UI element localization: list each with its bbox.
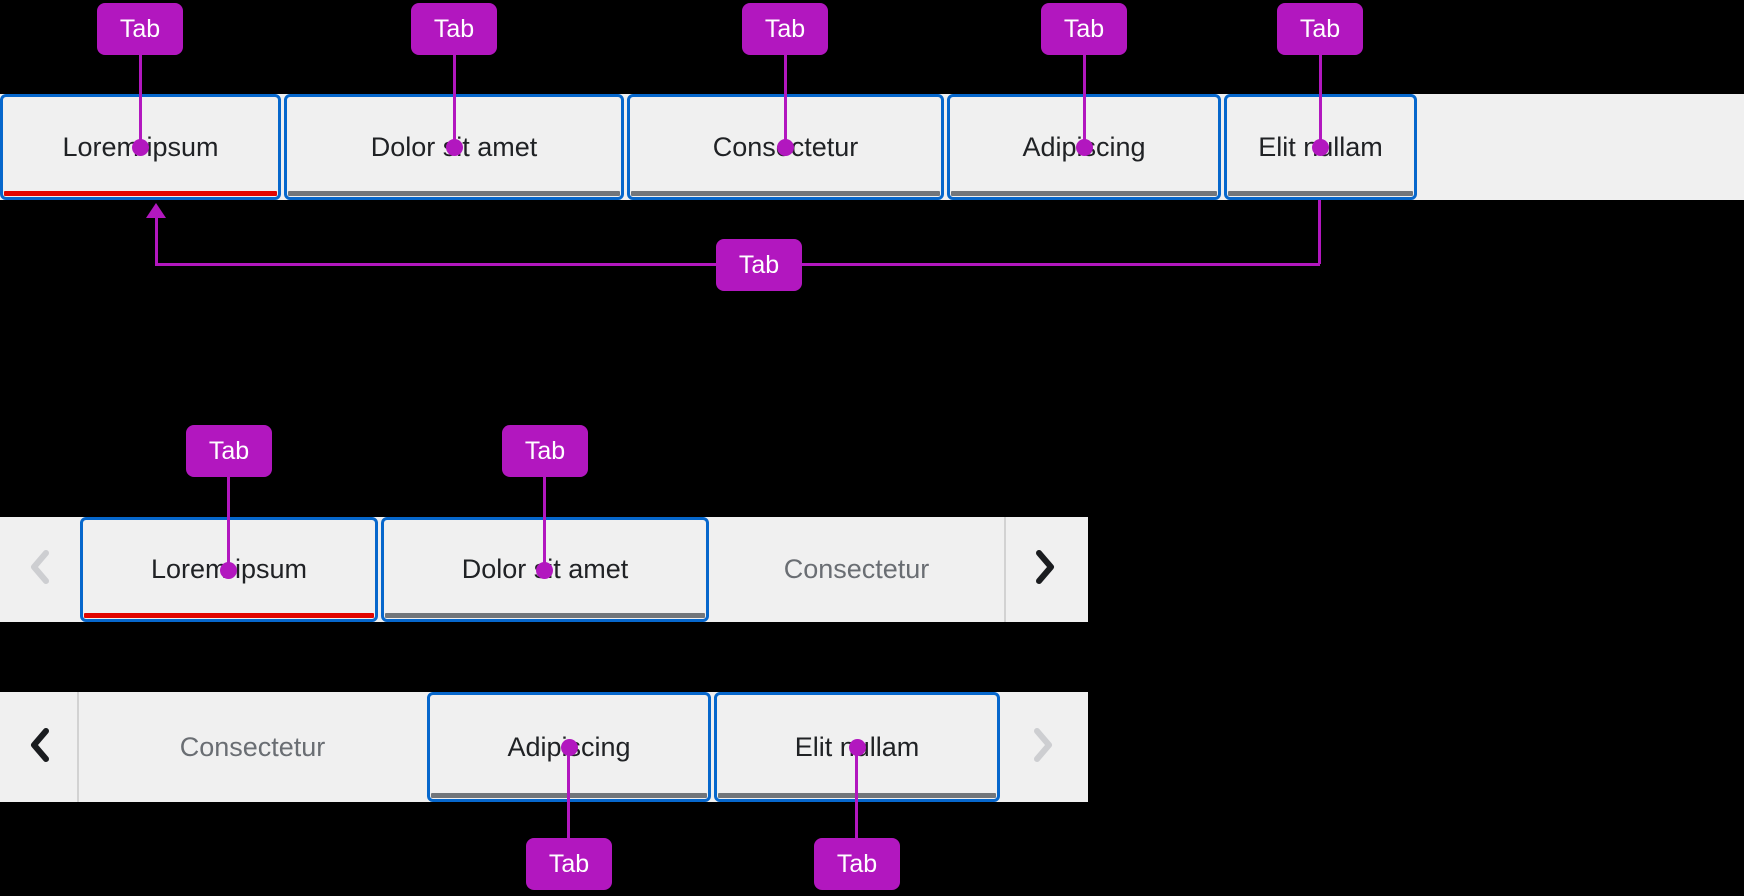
overflow-tab-bar-end: Consectetur Adipiscing Elit nullam	[0, 692, 1088, 802]
active-tab-indicator	[84, 613, 374, 618]
annotation-arrow-icon	[146, 203, 166, 218]
annotation-dot	[132, 139, 149, 156]
tab-annotation-badge: Tab	[1277, 3, 1363, 55]
inactive-tab-indicator	[631, 191, 940, 196]
tab-annotation-badge: Tab	[186, 425, 272, 477]
annotation-connector	[1318, 200, 1321, 264]
tab-label: Consectetur	[783, 554, 930, 584]
scroll-right-button	[1000, 692, 1088, 802]
annotation-connector	[855, 747, 858, 838]
full-width-tab-bar: Lorem ipsum Dolor sit amet Consectetur A…	[0, 94, 1744, 200]
chevron-left-icon	[27, 548, 51, 591]
annotation-connector	[543, 477, 546, 570]
inactive-tab-indicator	[1228, 191, 1413, 196]
tab-annotation-badge: Tab	[97, 3, 183, 55]
annotation-dot	[220, 562, 237, 579]
annotation-connector	[453, 55, 456, 147]
tab-annotation-badge: Tab	[502, 425, 588, 477]
tab-annotation-badge: Tab	[814, 838, 900, 890]
chevron-right-icon	[1034, 548, 1058, 591]
annotation-dot	[849, 739, 866, 756]
scroll-divider	[1004, 517, 1006, 622]
annotation-connector	[139, 55, 142, 147]
tab-annotation-badge: Tab	[1041, 3, 1127, 55]
inactive-tab-indicator	[385, 613, 705, 618]
annotation-dot	[536, 562, 553, 579]
tab-annotation-badge: Tab	[526, 838, 612, 890]
annotation-dot	[1076, 139, 1093, 156]
inactive-tab-indicator	[288, 191, 620, 196]
annotation-dot	[561, 739, 578, 756]
scroll-left-button	[0, 517, 78, 622]
partial-tab-consectetur[interactable]: Consectetur	[709, 517, 1004, 622]
tab-annotation-badge: Tab	[716, 239, 802, 291]
chevron-left-icon	[27, 726, 51, 769]
scroll-divider	[77, 692, 79, 802]
chevron-right-icon	[1032, 726, 1056, 769]
inactive-tab-indicator	[951, 191, 1217, 196]
scroll-left-button[interactable]	[0, 692, 77, 802]
tab-annotation-badge: Tab	[411, 3, 497, 55]
active-tab-indicator	[4, 191, 277, 196]
annotation-dot	[446, 139, 463, 156]
annotation-connector	[567, 747, 570, 838]
annotation-connector	[784, 55, 787, 147]
annotation-connector	[1083, 55, 1086, 147]
annotation-connector	[155, 216, 158, 266]
annotation-connector	[1319, 55, 1322, 147]
annotation-dot	[777, 139, 794, 156]
scroll-right-button[interactable]	[1004, 517, 1088, 622]
partial-tab-consectetur[interactable]: Consectetur	[78, 692, 427, 802]
tab-annotation-badge: Tab	[742, 3, 828, 55]
tab-label: Consectetur	[179, 731, 326, 762]
annotation-dot	[1312, 139, 1329, 156]
annotation-connector	[227, 477, 230, 570]
